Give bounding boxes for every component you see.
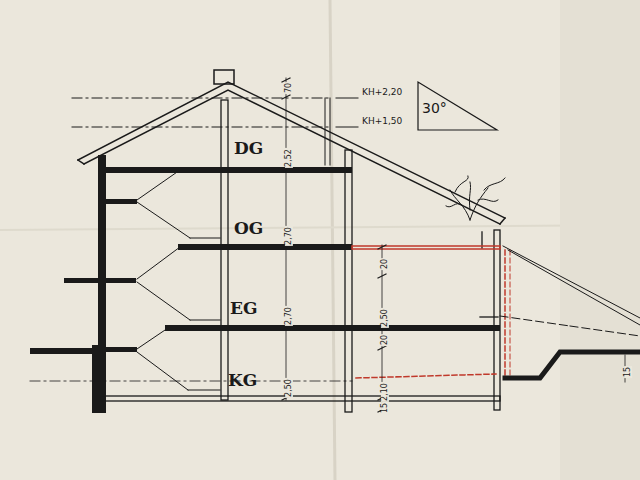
dimension: 2,52 bbox=[285, 148, 293, 168]
dimension: 2,70 bbox=[285, 226, 293, 246]
floor-label: KG bbox=[228, 372, 257, 389]
dimension: 15 bbox=[624, 366, 632, 378]
dimension: 20 bbox=[381, 258, 389, 270]
floor-label: OG bbox=[234, 220, 263, 237]
dimension: 20 bbox=[381, 334, 389, 346]
dimension: 15 bbox=[381, 402, 389, 414]
floor-label: DG bbox=[234, 140, 263, 157]
height-label: KH+1,50 bbox=[362, 117, 402, 126]
floor-label: EG bbox=[230, 300, 257, 317]
dimension: 2,10 bbox=[381, 382, 389, 402]
height-label: KH+2,20 bbox=[362, 88, 402, 97]
dimension: 70 bbox=[285, 82, 293, 94]
dimension: 2,70 bbox=[285, 306, 293, 326]
dimension: 2,50 bbox=[381, 308, 389, 328]
angle-label: 30° bbox=[422, 101, 447, 115]
dimension: 2,50 bbox=[285, 378, 293, 398]
